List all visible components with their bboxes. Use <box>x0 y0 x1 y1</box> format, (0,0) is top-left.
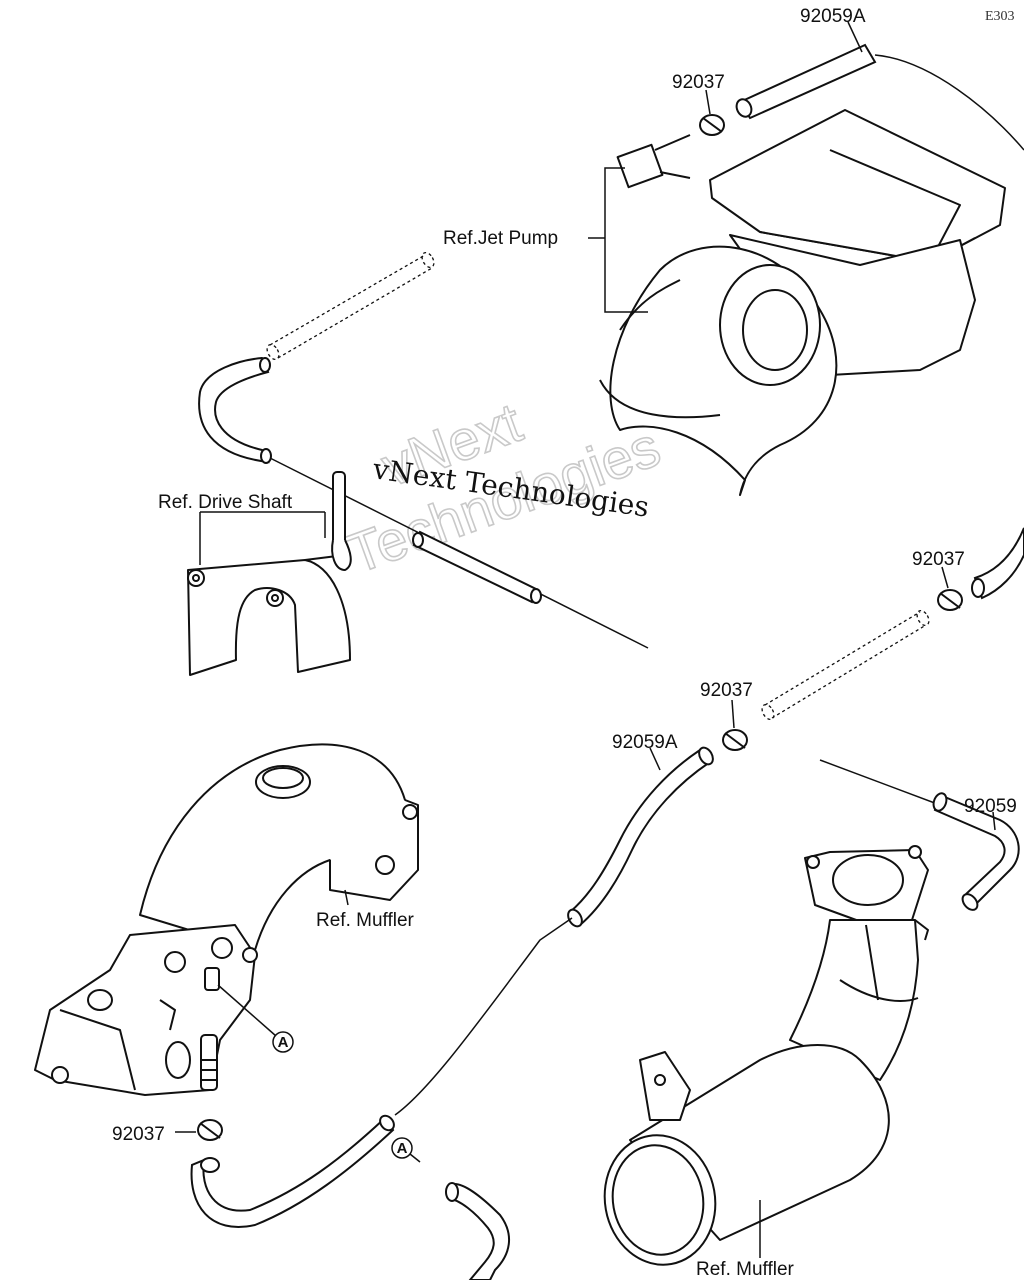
small-tube-segment <box>412 530 542 604</box>
muffler-upper-drawing <box>34 743 419 1096</box>
part-92037-top: 92037 <box>672 72 725 93</box>
right-clamp-92037 <box>937 589 963 611</box>
right-hose-upper <box>971 527 1024 600</box>
connector-line-right <box>819 759 941 806</box>
part-92059-right: 92059 <box>964 796 1017 817</box>
figure-code: E303 <box>985 9 1015 24</box>
top-clamp-92037 <box>699 114 725 136</box>
connector-line-bottom <box>394 917 573 1116</box>
middle-hose-92059a <box>567 746 714 928</box>
leader-middle-hose <box>649 747 661 771</box>
part-92037-bottom: 92037 <box>112 1124 165 1145</box>
leader-top-clamp <box>705 89 711 115</box>
connection-label-a2: A <box>397 1140 408 1157</box>
bent-hose-upper <box>198 356 272 464</box>
ref-jet-pump-label: Ref.Jet Pump <box>443 228 558 249</box>
connection-mark-a2 <box>391 1137 413 1159</box>
dashed-pipe-middle <box>761 609 930 721</box>
bottom-bent-hose <box>190 1114 395 1228</box>
ref-muffler-lower-label: Ref. Muffler <box>696 1259 795 1280</box>
leader-muffler-upper <box>344 889 349 906</box>
bottom-small-tube <box>445 1182 511 1280</box>
drive-shaft-housing <box>187 471 352 676</box>
ref-muffler-upper-label: Ref. Muffler <box>316 910 415 931</box>
top-hose-92059a <box>735 43 1024 151</box>
leader-a2 <box>409 1153 421 1163</box>
part-92037-right: 92037 <box>912 549 965 570</box>
part-92059a-top: 92059A <box>800 6 866 27</box>
middle-clamp-92037 <box>722 729 748 751</box>
leader-middle-clamp <box>731 699 735 729</box>
ref-drive-shaft-label: Ref. Drive Shaft <box>158 492 293 513</box>
jet-pump-drawing <box>599 109 1006 496</box>
leader-right-clamp <box>941 566 949 589</box>
right-hose-92059 <box>932 792 1020 911</box>
muffler-lower-drawing <box>603 845 929 1266</box>
leader-right-hose <box>992 811 996 831</box>
drive-shaft-leader <box>199 511 326 565</box>
bottom-clamp-92037 <box>197 1119 223 1141</box>
part-92037-middle: 92037 <box>700 680 753 701</box>
connection-mark-a1 <box>272 1031 294 1053</box>
jet-pump-leader <box>588 167 648 313</box>
part-92059a-middle: 92059A <box>612 732 678 753</box>
leader-a1 <box>217 984 277 1037</box>
leader-top-hose <box>847 21 863 53</box>
connection-label-a1: A <box>278 1034 289 1051</box>
dashed-pipe-upper <box>266 251 435 361</box>
